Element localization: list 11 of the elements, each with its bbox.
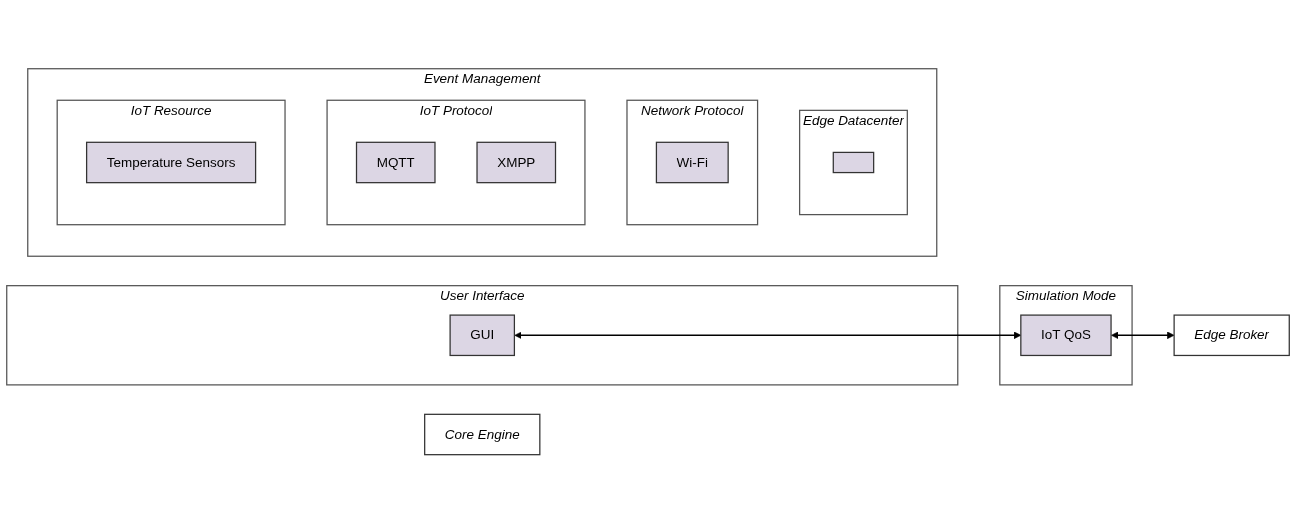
node-box: Edge Broker	[1173, 314, 1290, 357]
node-box: Wi-Fi	[655, 141, 729, 184]
node-box: XMPP	[476, 141, 557, 184]
arrow	[1111, 331, 1175, 340]
node-box: Core Engine	[424, 414, 541, 456]
node-box: MQTT	[355, 141, 436, 184]
cluster: Edge Datacenter	[799, 110, 908, 216]
node-box: GUI	[449, 314, 516, 357]
node-box: Temperature Sensors	[86, 141, 257, 184]
node-box: IoT QoS	[1020, 314, 1112, 357]
node-box	[832, 152, 875, 174]
